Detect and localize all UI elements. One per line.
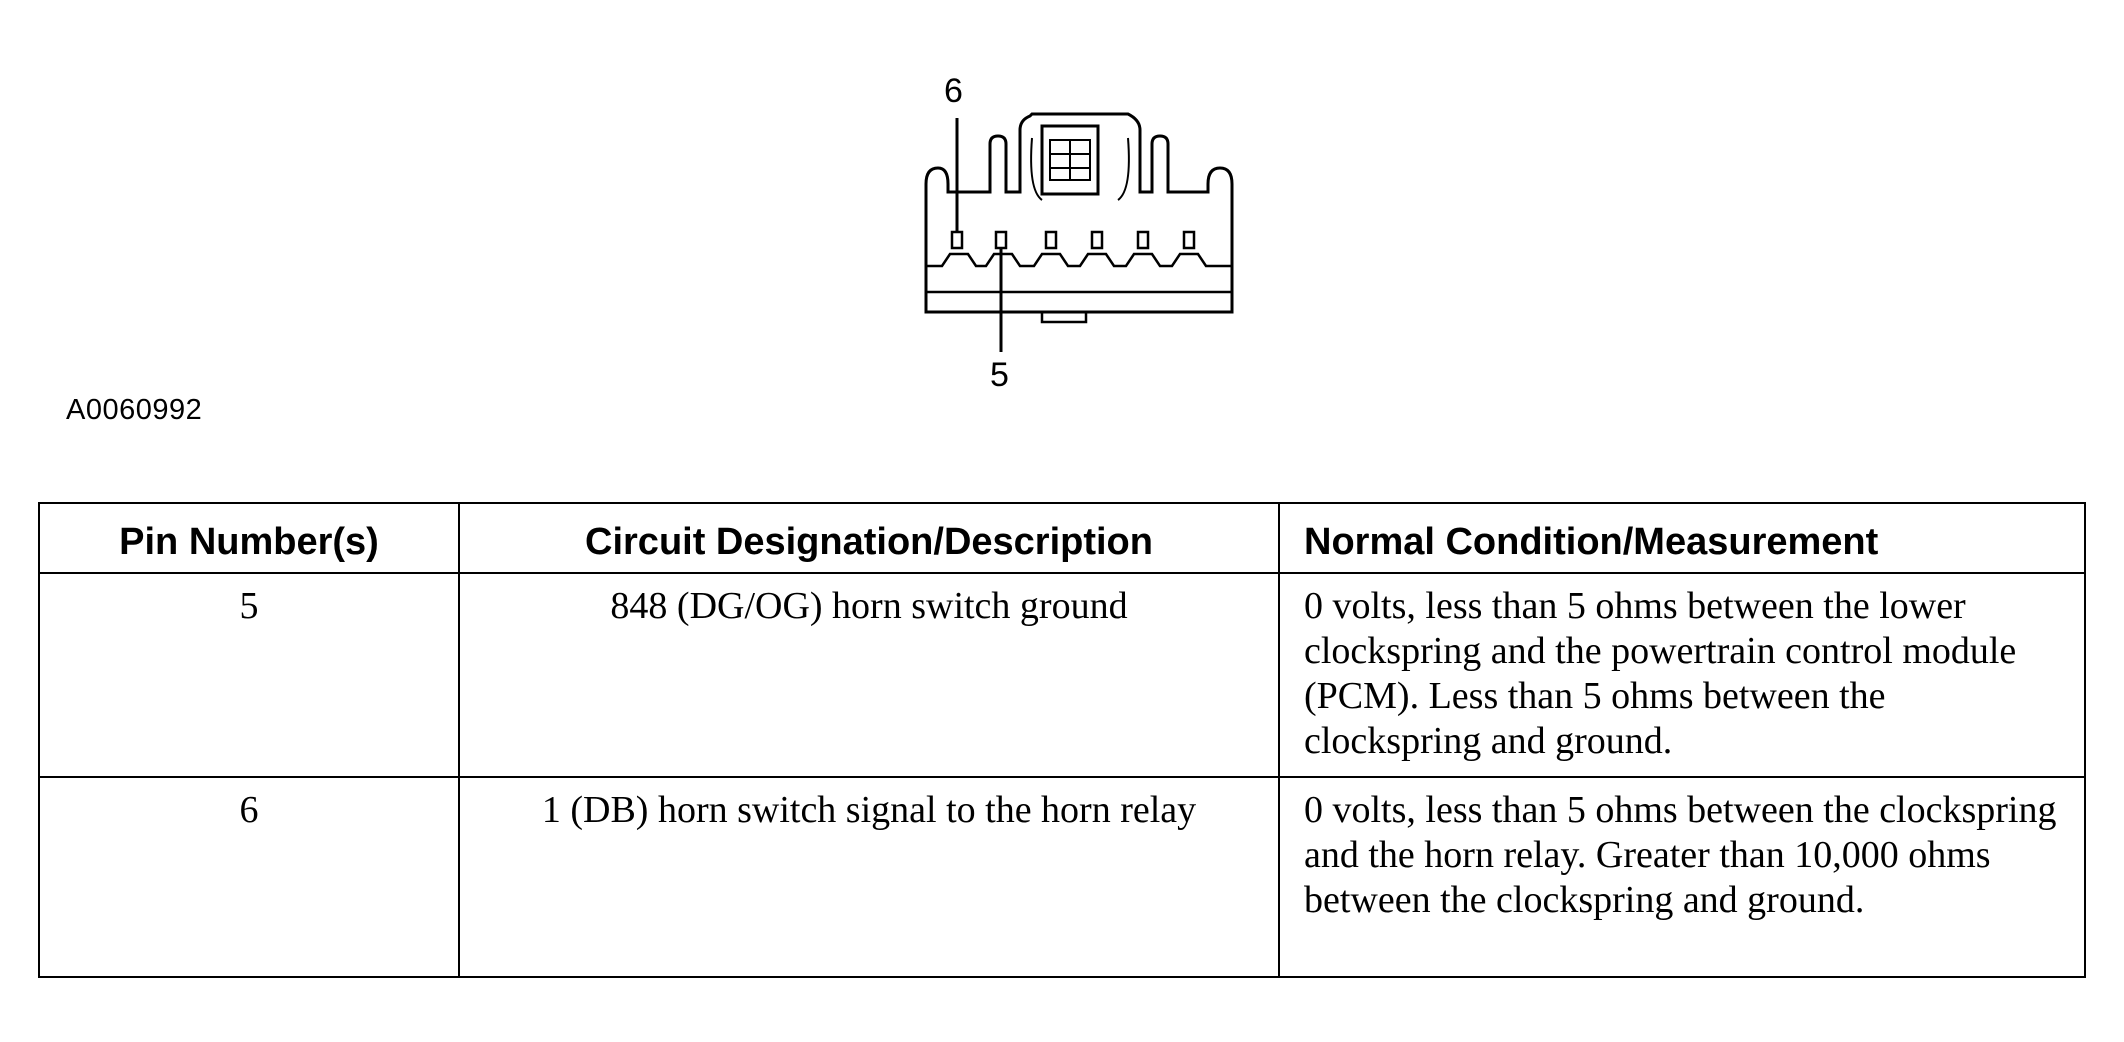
figure-id: A0060992 xyxy=(66,394,203,426)
connector-diagram: 6 5 xyxy=(900,60,1260,400)
terminal-cavity-6 xyxy=(950,230,964,250)
pin-5-callout: 5 xyxy=(990,356,1009,394)
header-pin-number: Pin Number(s) xyxy=(38,502,460,574)
terminal-cavity xyxy=(1044,230,1058,250)
table-row: 6 1 (DB) horn switch signal to the horn … xyxy=(38,776,2086,978)
cell-pin: 5 xyxy=(38,572,460,778)
connector-rib-profile xyxy=(926,252,1232,268)
cell-circuit: 848 (DG/OG) horn switch ground xyxy=(458,572,1280,778)
terminal-cavity xyxy=(1136,230,1150,250)
terminal-cavity xyxy=(1182,230,1196,250)
connector-bottom-tab xyxy=(1040,310,1088,324)
connector-housing xyxy=(924,112,1234,314)
connector-drawing: 6 5 xyxy=(924,72,1234,394)
cell-circuit: 1 (DB) horn switch signal to the horn re… xyxy=(458,776,1280,978)
connector-latch xyxy=(1040,124,1100,196)
pinout-table: Pin Number(s) Circuit Designation/Descri… xyxy=(38,502,2086,978)
pin-6-callout: 6 xyxy=(944,72,963,110)
cell-normal-condition: 0 volts, less than 5 ohms between the lo… xyxy=(1278,572,2086,778)
table-header-row: Pin Number(s) Circuit Designation/Descri… xyxy=(38,502,2086,574)
header-circuit-description: Circuit Designation/Description xyxy=(458,502,1280,574)
terminal-cavity-5 xyxy=(994,230,1008,250)
header-normal-condition: Normal Condition/Measurement xyxy=(1278,502,2086,574)
table-row: 5 848 (DG/OG) horn switch ground 0 volts… xyxy=(38,572,2086,778)
cell-pin: 6 xyxy=(38,776,460,978)
terminal-cavity xyxy=(1090,230,1104,250)
cell-normal-condition: 0 volts, less than 5 ohms between the cl… xyxy=(1278,776,2086,978)
